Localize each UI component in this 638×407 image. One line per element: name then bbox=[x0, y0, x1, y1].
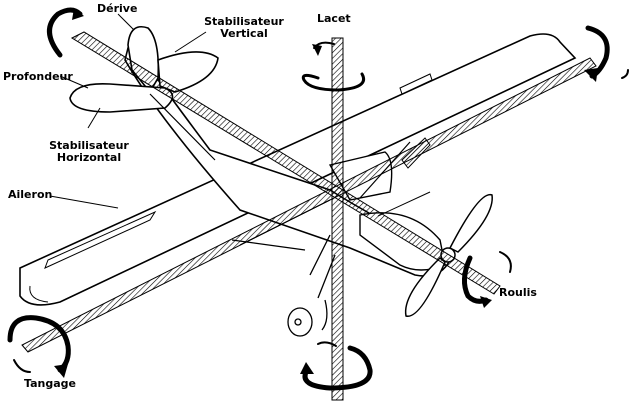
label-derive: Dérive bbox=[97, 2, 138, 15]
yaw-arrow-bottom bbox=[302, 345, 373, 391]
label-profondeur: Profondeur bbox=[3, 70, 73, 83]
roll-axis bbox=[70, 31, 501, 295]
label-roulis: Roulis bbox=[499, 286, 537, 299]
roll-arrow bbox=[462, 255, 489, 304]
label-stabilisateur-vertical-line2: Vertical bbox=[220, 27, 268, 40]
leader-lines bbox=[49, 13, 431, 217]
landing-gear bbox=[287, 234, 336, 337]
engine-cowling bbox=[359, 212, 446, 271]
propeller bbox=[404, 193, 493, 317]
rotation-arrows bbox=[7, 7, 629, 391]
pitch-arrow bbox=[7, 315, 71, 373]
label-tangage: Tangage bbox=[24, 377, 76, 390]
label-stabilisateur-horizontal: Stabilisateur Horizontal bbox=[40, 140, 138, 164]
label-lacet: Lacet bbox=[317, 12, 351, 25]
yaw-axis bbox=[331, 37, 344, 401]
label-stabilisateur-horizontal-line2: Horizontal bbox=[56, 151, 122, 164]
label-stabilisateur-vertical-line1: Stabilisateur bbox=[204, 15, 284, 28]
aileron-left bbox=[44, 210, 157, 269]
aileron-right bbox=[399, 73, 433, 95]
yaw-arrow-top bbox=[301, 72, 365, 92]
label-stabilisateur-vertical: Stabilisateur Vertical bbox=[198, 16, 290, 40]
label-stabilisateur-horizontal-line1: Stabilisateur bbox=[49, 139, 129, 152]
label-aileron: Aileron bbox=[8, 188, 53, 201]
pitch-axis bbox=[21, 57, 597, 353]
